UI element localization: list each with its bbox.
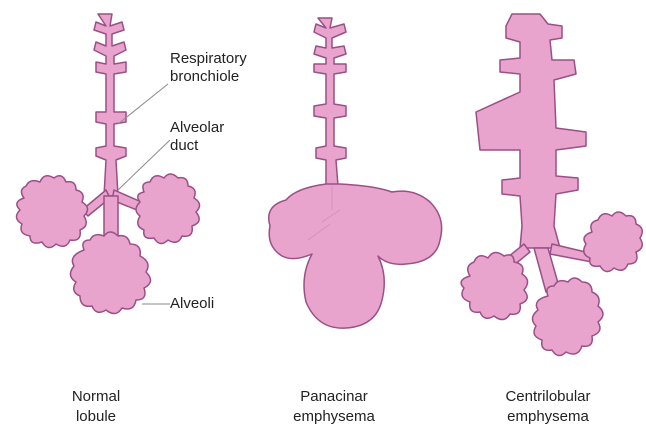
caption-centrilobular-emphysema: Centrilobular emphysema — [468, 387, 628, 427]
label-alveolar-duct: Alveolar duct — [170, 119, 224, 155]
normal-alveoli-left — [16, 176, 87, 248]
label-respiratory-bronchiole: Respiratory bronchiole — [170, 50, 247, 86]
label-respiratory-bronchiole-line1: Respiratory — [170, 50, 247, 68]
caption-panacinar-emphysema: Panacinar emphysema — [254, 387, 414, 427]
label-alveolar-duct-line2: duct — [170, 137, 224, 155]
normal-bronchiole — [94, 14, 126, 196]
centrilobular-alveoli-left — [461, 252, 527, 319]
label-alveoli: Alveoli — [170, 295, 214, 313]
panacinar-bronchiole — [314, 18, 346, 186]
normal-alveoli-right — [136, 174, 200, 244]
label-respiratory-bronchiole-line2: bronchiole — [170, 68, 247, 86]
panacinar-dilated-acinus — [269, 184, 442, 328]
panacinar-figure — [269, 18, 442, 328]
caption-normal-line1: Normal — [16, 387, 176, 407]
caption-panacinar-line2: emphysema — [254, 407, 414, 427]
caption-centrilobular-line1: Centrilobular — [468, 387, 628, 407]
normal-alveoli-bottom — [70, 232, 150, 314]
caption-centrilobular-line2: emphysema — [468, 407, 628, 427]
label-alveolar-duct-line1: Alveolar — [170, 119, 224, 137]
caption-normal-line2: lobule — [16, 407, 176, 427]
caption-panacinar-line1: Panacinar — [254, 387, 414, 407]
caption-normal-lobule: Normal lobule — [16, 387, 176, 427]
centrilobular-dilated-bronchiole — [476, 14, 586, 248]
centrilobular-figure — [461, 14, 642, 356]
centrilobular-alveoli-right — [584, 212, 643, 272]
leader-respiratory-bronchiole — [118, 84, 168, 124]
centrilobular-alveoli-bottom — [532, 278, 603, 356]
